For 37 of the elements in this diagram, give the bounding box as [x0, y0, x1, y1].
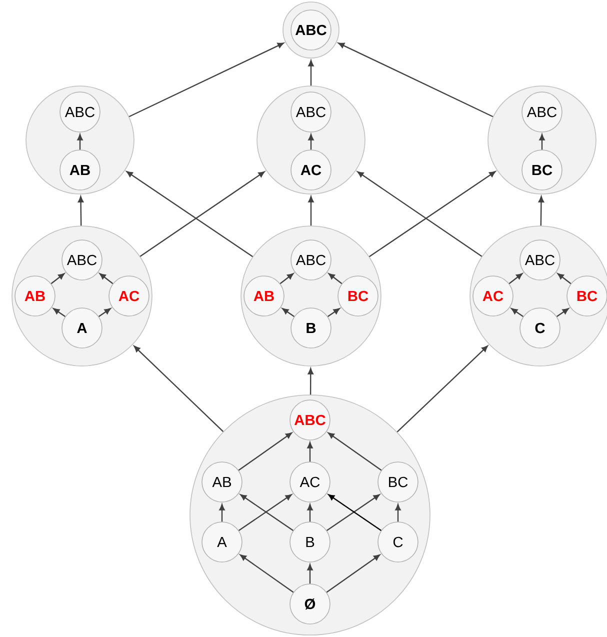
arrow — [307, 504, 313, 522]
arrow — [328, 432, 382, 471]
arrow — [140, 171, 265, 257]
arrow — [308, 368, 314, 395]
arrow — [280, 273, 294, 284]
arrow — [219, 504, 225, 522]
arrow — [126, 171, 253, 258]
arrow — [78, 196, 84, 226]
arrow — [357, 171, 482, 257]
arrow — [308, 196, 314, 226]
arrow — [508, 273, 523, 284]
arrow — [326, 554, 380, 593]
arrow — [99, 273, 114, 284]
arrow — [128, 42, 284, 118]
arrow — [511, 308, 524, 318]
arrow — [538, 196, 544, 226]
arrow — [539, 134, 545, 150]
arrow — [307, 442, 313, 462]
arrow — [98, 308, 111, 318]
arrow — [308, 60, 314, 86]
arrow — [396, 346, 488, 432]
arrow — [369, 171, 496, 258]
arrow — [240, 554, 294, 593]
arrow — [50, 273, 65, 284]
arrow — [328, 308, 340, 318]
arrow — [307, 564, 313, 584]
arrow — [328, 273, 342, 284]
arrow — [238, 432, 292, 471]
arrow — [282, 308, 294, 318]
arrow — [134, 346, 224, 432]
arrow — [556, 308, 569, 318]
arrow — [53, 308, 66, 318]
arrow — [77, 134, 83, 150]
arrow — [395, 504, 401, 522]
arrow — [338, 42, 494, 118]
arrow — [308, 134, 314, 150]
arrow — [557, 273, 572, 284]
